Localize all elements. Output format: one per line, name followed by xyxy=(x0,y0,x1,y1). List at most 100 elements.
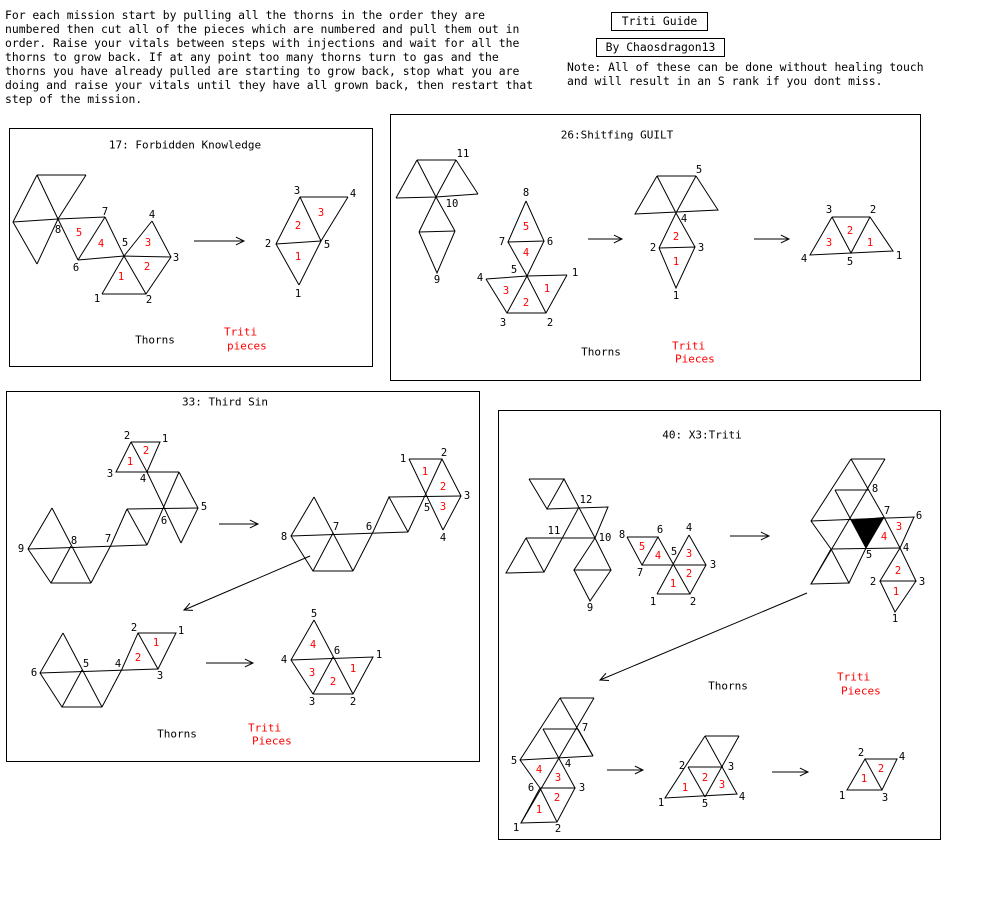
panel-title: 40: X3:Triti xyxy=(662,429,741,442)
piece-number: 3 xyxy=(896,521,902,533)
thorn-number: 3 xyxy=(464,490,470,502)
piece-number: 2 xyxy=(554,792,560,804)
triangle-edge xyxy=(178,471,199,544)
triangle-edge xyxy=(104,216,147,295)
triangle-edge xyxy=(809,216,894,256)
triangle-edge xyxy=(12,174,38,265)
instructions-line: doing and raise your vitals until they h… xyxy=(5,78,534,92)
thorn-number: 8 xyxy=(619,529,625,541)
arrow-icon xyxy=(219,519,260,529)
triangle-edge xyxy=(543,506,580,573)
piece-number: 3 xyxy=(503,285,509,297)
mission-panel: 17: Forbidden KnowledgeThornsTritipieces… xyxy=(9,128,373,367)
legend-thorns: Thorns xyxy=(581,346,621,359)
piece-number: 4 xyxy=(523,247,529,259)
legend-triti-pieces: pieces xyxy=(227,340,267,353)
thorn-number: 5 xyxy=(201,501,207,513)
triangle-edge xyxy=(27,507,91,584)
piece-number: 2 xyxy=(295,220,301,232)
panel-border xyxy=(6,391,480,762)
thorn-number: 3 xyxy=(710,559,716,571)
instructions-line: thorns you have already pulled are start… xyxy=(5,64,520,78)
thorn-number: 3 xyxy=(309,696,315,708)
triangle-edge xyxy=(658,246,696,290)
triangle-edge xyxy=(520,697,595,824)
guide-title: Triti Guide xyxy=(611,12,708,31)
arrow-icon xyxy=(607,765,645,775)
piece-number: 3 xyxy=(440,501,446,513)
triangle-edge xyxy=(485,274,568,280)
triangle-edge xyxy=(507,200,545,243)
piece-number: 2 xyxy=(673,231,679,243)
thorn-number: 7 xyxy=(637,567,643,579)
panel-title: 33: Third Sin xyxy=(182,396,268,409)
triangle-edge xyxy=(61,669,83,708)
piece-number: 2 xyxy=(143,445,149,457)
thorn-number: 3 xyxy=(107,468,113,480)
piece-number: 4 xyxy=(655,550,661,562)
thorn-number: 2 xyxy=(555,823,561,835)
triangle-edge xyxy=(418,159,457,233)
thorn-number: 5 xyxy=(511,755,517,767)
panel-title: 17: Forbidden Knowledge xyxy=(109,139,261,152)
triangle-edge xyxy=(27,544,148,550)
thorn-number: 6 xyxy=(657,524,663,536)
triangle-edge xyxy=(865,516,885,549)
panel-border xyxy=(9,128,373,367)
thorn-number: 4 xyxy=(739,791,745,803)
piece-number: 3 xyxy=(309,667,315,679)
piece-number: 5 xyxy=(76,227,82,239)
thorn-number: 7 xyxy=(102,206,108,218)
thorn-number: 2 xyxy=(441,447,447,459)
piece-number: 1 xyxy=(544,283,550,295)
thorn-number: 6 xyxy=(528,782,534,794)
thorn-number: 4 xyxy=(140,473,146,485)
thorn-number: 6 xyxy=(916,510,922,522)
thorn-number: 2 xyxy=(350,696,356,708)
thorn-number: 10 xyxy=(599,532,612,544)
piece-number: 1 xyxy=(682,782,688,794)
thorn-number: 9 xyxy=(18,543,24,555)
thorn-number: 2 xyxy=(131,622,137,634)
triangle-edge xyxy=(299,196,322,242)
piece-number: 1 xyxy=(422,466,428,478)
triangle-edge xyxy=(290,496,353,572)
triangle-edge xyxy=(115,441,179,473)
thorn-number: 1 xyxy=(162,433,168,445)
thorn-number: 6 xyxy=(366,521,372,533)
piece-number: 4 xyxy=(536,764,542,776)
piece-number: 1 xyxy=(127,456,133,468)
triangle-edge xyxy=(39,632,102,708)
piece-number: 3 xyxy=(826,237,832,249)
triangle-edge xyxy=(313,619,354,695)
piece-number: 2 xyxy=(702,772,708,784)
piece-number: 1 xyxy=(893,586,899,598)
thorn-number: 5 xyxy=(83,658,89,670)
instructions-line: numbered then cut all of the pieces whic… xyxy=(5,22,520,36)
triangle-edge xyxy=(573,569,612,602)
piece-number: 3 xyxy=(145,237,151,249)
thorn-number: 6 xyxy=(73,262,79,274)
thorn-number: 1 xyxy=(178,625,184,637)
legend-triti-pieces: Pieces xyxy=(841,685,881,698)
piece-number: 1 xyxy=(295,251,301,263)
thorn-number: 1 xyxy=(896,250,902,262)
triangle-edge xyxy=(12,216,106,223)
piece-number: 2 xyxy=(523,297,529,309)
thorn-number: 5 xyxy=(311,608,317,620)
piece-number: 1 xyxy=(867,237,873,249)
thorn-number: 1 xyxy=(295,288,301,300)
legend-thorns: Thorns xyxy=(157,728,197,741)
thorn-number: 5 xyxy=(847,256,853,268)
